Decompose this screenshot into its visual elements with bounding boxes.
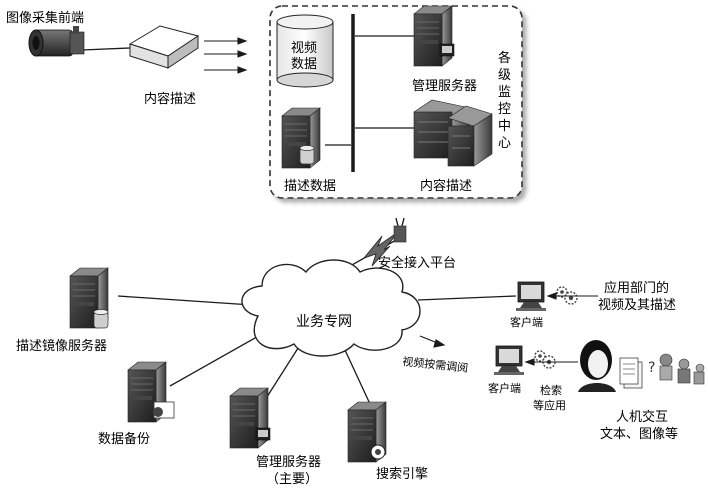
hci-label-1: 人机交互: [616, 409, 668, 425]
client-1-label: 客户端: [510, 315, 543, 329]
mgmt-server-top-label: 管理服务器: [412, 78, 477, 94]
content-desc-center-label: 内容描述: [420, 178, 472, 194]
client-1-icon: [515, 281, 547, 312]
lightning-icon: [362, 231, 399, 267]
camera-label: 图像采集前端: [6, 10, 84, 26]
desc-mirror-label: 描述镜像服务器: [16, 338, 107, 354]
search-app-label-1: 检索: [540, 383, 562, 397]
link-mirror-cloud: [117, 295, 253, 306]
documents-icon: [619, 357, 643, 389]
content-desc-top-label: 内容描述: [144, 91, 196, 107]
people-image-icon: ?: [648, 353, 705, 385]
link-mgmt-cloud: [264, 344, 301, 401]
monitor-center-char-4: 中: [498, 119, 511, 134]
mgmt-server-main-label-1: 管理服务器: [256, 454, 321, 470]
monitor-center-label: 各 级 监 控 中 心: [498, 50, 511, 151]
arrow-to-client2: [524, 358, 578, 366]
data-backup-server-icon: [127, 361, 175, 423]
data-flow-arrows: [204, 37, 446, 348]
search-engine-label: 搜索引擎: [376, 467, 428, 482]
desc-mirror-server-icon: [69, 267, 109, 329]
mgmt-server-main-icon: [229, 387, 271, 449]
link-camera-encoder: [81, 47, 131, 51]
monitor-center-char-0: 各: [498, 50, 511, 66]
search-engine-server-icon: [347, 401, 387, 463]
link-backup-cloud: [169, 333, 263, 387]
rack-servers-icon: [413, 99, 493, 167]
video-data-label-1: 视频: [291, 41, 317, 56]
monitor-center-char-2: 监: [498, 85, 511, 100]
link-cloud-client1: [417, 295, 517, 301]
desc-data-label: 描述数据: [284, 179, 336, 194]
monitor-center-char-1: 级: [498, 68, 511, 83]
svg-text:?: ?: [648, 360, 655, 376]
mgmt-server-main-label-2: （主要）: [266, 472, 318, 487]
mgmt-server-top-icon: [413, 5, 455, 67]
client-2-label: 客户端: [488, 381, 521, 395]
gears-icon-2: [534, 350, 556, 369]
video-database-icon: [276, 14, 334, 88]
search-app-label-2: 等应用: [533, 398, 566, 412]
hci-label-2: 文本、图像等: [600, 426, 678, 442]
app-dept-label-1: 应用部门的: [604, 280, 669, 296]
access-device-icon: [393, 217, 407, 243]
business-net-label: 业务专网: [296, 314, 352, 330]
data-backup-label: 数据备份: [98, 431, 150, 447]
connection-lines: [81, 14, 517, 405]
encoder-box-icon: [128, 25, 200, 69]
video-data-label-2: 数据: [291, 57, 317, 72]
monitor-center-char-3: 控: [498, 102, 511, 117]
arrow-to-client1: [546, 292, 598, 300]
link-search-cloud: [344, 349, 371, 405]
desc-data-server-icon: [281, 107, 321, 169]
business-network-cloud: [241, 259, 421, 357]
video-on-demand-label: 视频按需调阅: [402, 354, 469, 375]
person-icon: [578, 340, 616, 392]
monitor-center-char-5: 心: [498, 136, 511, 151]
secure-platform-label: 安全接入平台: [378, 255, 456, 271]
client-2-icon: [493, 345, 525, 376]
camera-icon: [28, 26, 85, 57]
app-dept-label-2: 视频及其描述: [598, 298, 676, 313]
